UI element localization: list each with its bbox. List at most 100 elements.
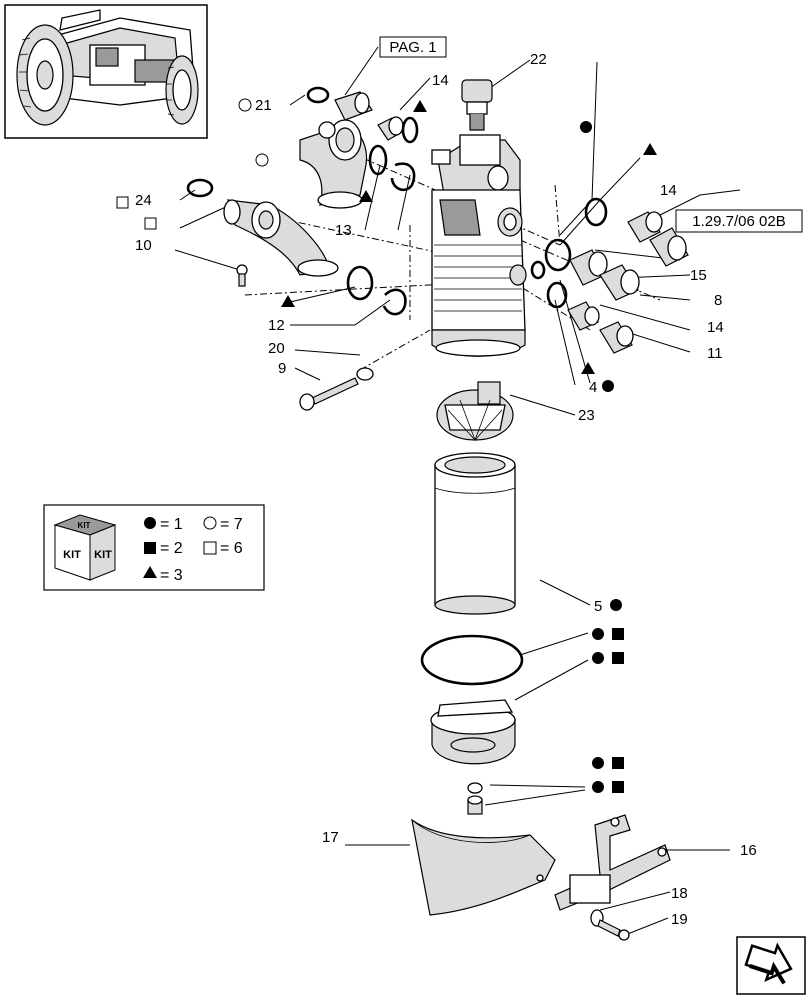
triangle-marker-right (643, 143, 657, 155)
legend-filled-square-icon (144, 542, 156, 554)
svg-text:KIT: KIT (94, 549, 112, 561)
part-15-o-ring[interactable] (544, 238, 572, 272)
callout-14-top: 14 (432, 72, 449, 89)
svg-text:KIT: KIT (78, 521, 91, 530)
part-drain-plug[interactable] (467, 795, 483, 815)
part-15-plug[interactable] (569, 249, 608, 286)
part-9-screw[interactable] (299, 377, 359, 411)
filled-circle-marker-bowl (592, 652, 604, 664)
callout-13: 13 (335, 222, 352, 239)
catalog-reference-box[interactable]: 1.29.7/06 02B (675, 209, 803, 233)
filled-square-marker-seal (612, 757, 624, 769)
part-large-o-ring[interactable] (420, 634, 524, 686)
filled-square-marker-bowl (612, 652, 624, 664)
part-14-bushing-lower[interactable] (567, 301, 600, 331)
callout-5: 5 (594, 598, 602, 615)
part-24-o-ring[interactable] (186, 178, 214, 198)
part-12-o-ring[interactable] (346, 265, 374, 301)
open-circle-marker-21 (238, 98, 252, 112)
page-reference-label: PAG. 1 (389, 39, 436, 56)
part-5-filter-element[interactable] (434, 452, 516, 615)
part-elbow-upper[interactable] (299, 119, 367, 209)
callout-12: 12 (268, 317, 285, 334)
part-20-washer[interactable] (356, 367, 374, 381)
legend-open-circle-value: = 7 (220, 516, 243, 533)
part-14-o-ring-right-top[interactable] (584, 197, 608, 227)
kit-markers (116, 98, 657, 793)
part-catalog-fitting[interactable] (649, 227, 689, 267)
triangle-marker-4 (581, 362, 595, 374)
triangle-marker-13 (359, 190, 373, 202)
callout-8: 8 (714, 292, 722, 309)
open-circle-marker-elbow (255, 153, 269, 167)
open-square-marker-24 (116, 196, 129, 209)
filter-head-housing[interactable] (431, 134, 527, 357)
part-11-plug[interactable] (599, 321, 634, 354)
part-10-screw[interactable] (236, 264, 248, 287)
triangle-marker-12 (281, 295, 295, 307)
callout-23: 23 (578, 407, 595, 424)
callout-19: 19 (671, 911, 688, 928)
filled-square-marker-ring (612, 628, 624, 640)
part-13-o-ring-b[interactable] (401, 116, 419, 144)
part-23-diffuser[interactable] (436, 381, 514, 442)
legend-triangle-value: = 3 (160, 567, 183, 584)
part-bowl[interactable] (430, 699, 516, 765)
filled-circle-marker-ring (592, 628, 604, 640)
callout-4: 4 (589, 379, 597, 396)
callout-9: 9 (278, 360, 286, 377)
callout-24: 24 (135, 192, 152, 209)
filled-circle-marker-seal (592, 757, 604, 769)
callout-17: 17 (322, 829, 339, 846)
next-page-arrow-icon[interactable] (736, 936, 806, 995)
part-21-o-ring[interactable] (306, 86, 330, 104)
filled-circle-marker-4 (602, 380, 614, 392)
legend-triangle-icon (143, 566, 157, 578)
kit-legend: KIT KIT KIT = 1 = 7 = 2 = 6 = 3 (43, 504, 265, 591)
svg-text:KIT: KIT (63, 549, 81, 561)
filled-circle-marker-5 (610, 599, 622, 611)
callout-10: 10 (135, 237, 152, 254)
legend-open-square-value: = 6 (220, 540, 243, 557)
part-elbow-lower[interactable] (223, 199, 339, 277)
legend-open-square-icon (203, 541, 217, 555)
page-reference-box[interactable]: PAG. 1 (379, 36, 447, 58)
part-14-bushing-top[interactable] (377, 116, 404, 141)
part-16-bracket[interactable] (554, 814, 671, 911)
filled-square-marker-plug (612, 781, 624, 793)
part-8-fitting[interactable] (599, 264, 640, 301)
legend-filled-circle-value: = 1 (160, 516, 183, 533)
callout-20: 20 (268, 340, 285, 357)
part-4-clip[interactable] (530, 260, 546, 280)
part-13-snap-ring[interactable] (390, 162, 416, 192)
callout-18: 18 (671, 885, 688, 902)
tractor-thumbnail-icon (4, 4, 208, 139)
legend-filled-square-value: = 2 (160, 540, 183, 557)
legend-filled-circle-icon (144, 517, 156, 529)
triangle-marker-top (413, 100, 427, 112)
part-pag1-fitting[interactable] (334, 91, 373, 121)
callout-15: 15 (690, 267, 707, 284)
part-14-o-ring-right-lower[interactable] (546, 281, 568, 309)
legend-open-circle-icon (203, 516, 217, 530)
part-seal[interactable] (467, 782, 483, 794)
callout-labels: 22 14 21 24 10 13 14 15 8 14 11 12 20 9 … (135, 51, 757, 928)
callout-14-right: 14 (660, 182, 677, 199)
callout-14-lower: 14 (707, 319, 724, 336)
callout-16: 16 (740, 842, 757, 859)
part-17-guard[interactable] (411, 818, 556, 916)
filled-circle-marker-plug (592, 781, 604, 793)
open-square-marker-elbow (144, 217, 157, 230)
part-19-screw[interactable] (597, 919, 630, 941)
catalog-reference-label: 1.29.7/06 02B (692, 213, 785, 230)
callout-21: 21 (255, 97, 272, 114)
part-13-o-ring-a[interactable] (368, 144, 388, 176)
part-22-sensor[interactable] (461, 79, 493, 131)
filled-circle-marker-head (580, 121, 592, 133)
part-14-bushing-right[interactable] (627, 211, 663, 243)
callout-22: 22 (530, 51, 547, 68)
part-12-snap-ring[interactable] (382, 288, 407, 316)
callout-11: 11 (707, 345, 723, 362)
kit-box-icon: KIT KIT KIT (53, 514, 117, 581)
